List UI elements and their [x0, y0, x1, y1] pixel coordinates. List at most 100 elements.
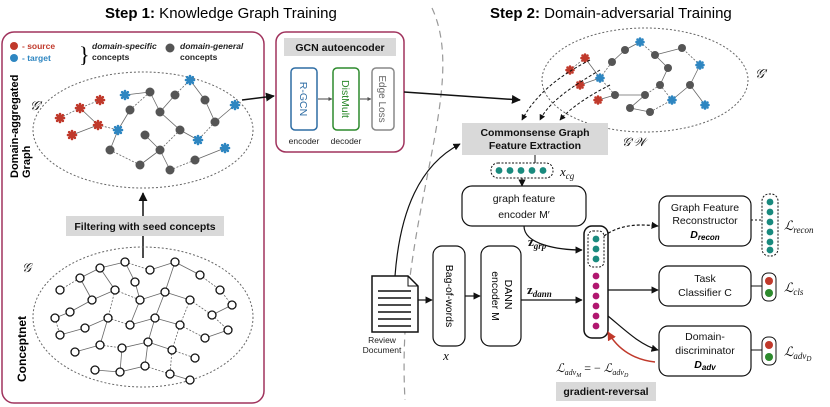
target-node [221, 144, 229, 152]
concept-node [190, 353, 200, 363]
concept-node [65, 307, 75, 317]
node-spike [193, 141, 197, 145]
classifier-box [658, 265, 752, 307]
node-spike [102, 98, 106, 102]
concept-node [150, 313, 160, 323]
node-spike [112, 128, 116, 132]
node-spike [596, 79, 599, 82]
node-spike [668, 101, 671, 104]
graph-to-gcn-arrow [241, 92, 275, 102]
graph-edge [174, 261, 201, 276]
node-spike [236, 100, 240, 104]
to-discriminator-arrow [607, 315, 659, 352]
node-spike [601, 74, 604, 77]
domain-graph [54, 74, 241, 175]
domain-graph-symbol: 𝒢′ [30, 98, 42, 113]
concept-node [50, 313, 60, 323]
encoder-caption: encoder [289, 136, 320, 146]
node-spike [565, 68, 568, 72]
node-spike [193, 135, 197, 139]
node-spike [113, 125, 117, 129]
node-spike [638, 37, 642, 40]
source-node-icon [10, 42, 18, 50]
subgraph-arrow-3 [559, 84, 611, 121]
step2-graph [565, 37, 710, 116]
node-spike [67, 136, 71, 140]
graph-edge [79, 99, 101, 109]
node-spike [93, 126, 97, 130]
reconstructor-line2: Reconstructor [672, 215, 738, 227]
subgraph-arrow-2 [539, 69, 601, 121]
concept-node [135, 295, 145, 305]
vector-element [592, 302, 600, 310]
xcg-dots [495, 167, 547, 174]
node-spike [199, 141, 203, 145]
node-spike [233, 99, 237, 103]
adv-dot-red [765, 341, 773, 349]
subgraph-arrow-1 [521, 59, 591, 121]
legend: - source - target } domain-specific conc… [10, 41, 244, 67]
bow-label: Bag-of-words [443, 265, 455, 327]
dann-label: DANN encoder M [489, 271, 514, 321]
node-spike [116, 132, 120, 136]
general-node [678, 44, 686, 52]
node-spike [701, 66, 704, 69]
node-spike [199, 135, 203, 139]
node-spike [223, 150, 227, 154]
discriminator-line3: Dadv [694, 359, 716, 372]
general-node [200, 95, 210, 105]
adv-dot-green [765, 353, 773, 361]
vector-element [506, 167, 514, 174]
target-node [637, 39, 643, 45]
node-spike [119, 93, 123, 97]
vector-element [539, 167, 547, 174]
node-spike [571, 71, 574, 74]
target-node-icon [10, 54, 18, 62]
filter-box [66, 216, 224, 236]
cls-loss: ℒcls [784, 280, 804, 297]
concept-node [80, 323, 90, 333]
concept-node [207, 310, 217, 320]
adv-loss: ℒadvD [784, 344, 811, 363]
classifier-line1: Task [694, 273, 716, 285]
vector-element [495, 167, 503, 174]
general-node [165, 165, 175, 175]
node-spike [568, 72, 572, 75]
node-spike [220, 143, 224, 147]
node-spike [638, 44, 642, 47]
target-node [194, 136, 202, 144]
adv-vector [761, 336, 777, 366]
node-spike [580, 56, 583, 60]
node-spike [566, 66, 569, 69]
general-node [190, 155, 200, 165]
concept-node [90, 365, 100, 375]
step2-graph-ellipse [541, 27, 749, 133]
general-node [145, 87, 155, 97]
node-spike [598, 73, 602, 76]
rgcn-label: R-GCN [297, 82, 309, 116]
node-spike [568, 65, 572, 68]
node-spike [82, 106, 86, 110]
node-spike [593, 98, 596, 102]
node-spike [602, 76, 605, 80]
node-spike [219, 146, 223, 150]
node-spike [119, 131, 123, 135]
dann-box [480, 245, 522, 347]
target-node [121, 91, 129, 99]
vector-element [592, 272, 600, 280]
general-node [664, 64, 672, 72]
node-spike [185, 75, 189, 79]
document-icon [371, 275, 419, 333]
node-spike [576, 86, 579, 89]
vector-element [766, 218, 774, 226]
node-spike [184, 78, 188, 82]
extraction-line1: Commonsense Graph [480, 127, 589, 139]
node-spike [99, 126, 103, 130]
cls-dot-green [765, 289, 773, 297]
node-spike [126, 90, 130, 94]
cls-vector [761, 272, 777, 302]
doc-to-extraction-arrow [394, 143, 461, 277]
general-node-icon [165, 43, 175, 53]
graph-edge [649, 99, 673, 113]
target-node [231, 101, 239, 109]
